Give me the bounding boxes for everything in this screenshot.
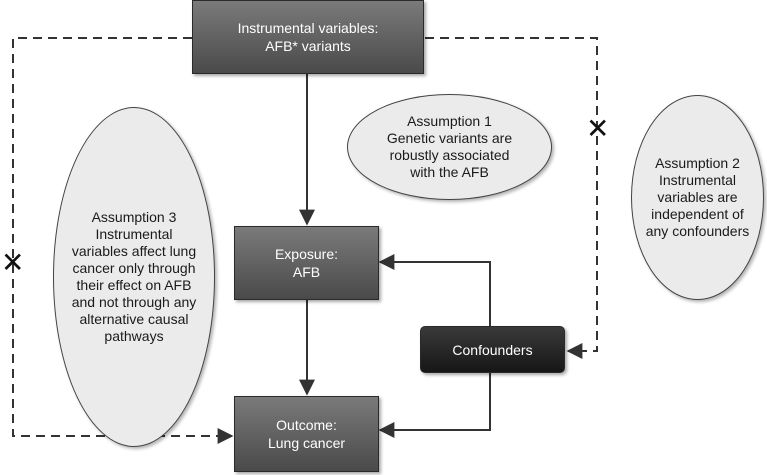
dashed-path-iv-to-outcome — [12, 37, 234, 444]
assumption-3-ellipse: Assumption 3 Instrumental variables affe… — [53, 107, 215, 447]
assumption-2-title: Assumption 2 — [655, 155, 740, 171]
assumption-2-line: any confounders — [645, 223, 750, 239]
assumption-1-line: robustly associated — [389, 147, 510, 163]
assumption-3-line: their effect on AFB — [76, 277, 192, 293]
assumption-3-line: cancer only through — [72, 260, 196, 276]
outcome-title: Outcome: — [276, 417, 337, 433]
instrumental-variables-box: Instrumental variables: AFB* variants — [192, 0, 424, 74]
assumption-3-line: alternative causal — [79, 311, 189, 327]
violation-x-right-icon: ✕ — [586, 112, 610, 145]
assumption-1-ellipse: Assumption 1 Genetic variants are robust… — [347, 94, 552, 200]
arrow-confounders-to-outcome — [378, 372, 491, 438]
assumption-3-line: Instrumental — [95, 226, 173, 242]
confounders-label: Confounders — [452, 341, 533, 358]
assumption-2-line: Instrumental — [658, 172, 737, 188]
assumption-1-line: with the AFB — [410, 164, 489, 180]
exposure-title: Exposure: — [274, 246, 339, 262]
assumption-2-line: independent of — [651, 206, 744, 222]
assumption-3-line: and not through any — [71, 294, 197, 310]
outcome-value: Lung cancer — [267, 435, 346, 451]
violation-x-left-icon: ✕ — [1, 246, 25, 279]
dashed-path-iv-to-confounders — [425, 37, 598, 359]
assumption-1-line: Genetic variants are — [386, 130, 513, 146]
assumption-3-line: pathways — [104, 328, 164, 344]
confounders-box: Confounders — [420, 326, 565, 373]
exposure-value: AFB — [292, 264, 321, 280]
assumption-3-title: Assumption 3 — [91, 209, 177, 225]
outcome-box: Outcome: Lung cancer — [234, 396, 379, 472]
assumption-2-ellipse: Assumption 2 Instrumental variables are … — [631, 95, 764, 300]
instrumental-variables-subtitle: AFB* variants — [265, 38, 351, 54]
arrow-confounders-to-exposure — [378, 254, 491, 326]
exposure-box: Exposure: AFB — [234, 226, 379, 300]
assumption-2-line: variables are — [657, 189, 738, 205]
assumption-3-line: variables affect lung — [71, 243, 197, 259]
assumption-1-title: Assumption 1 — [407, 113, 492, 129]
instrumental-variables-title: Instrumental variables: — [237, 20, 379, 36]
